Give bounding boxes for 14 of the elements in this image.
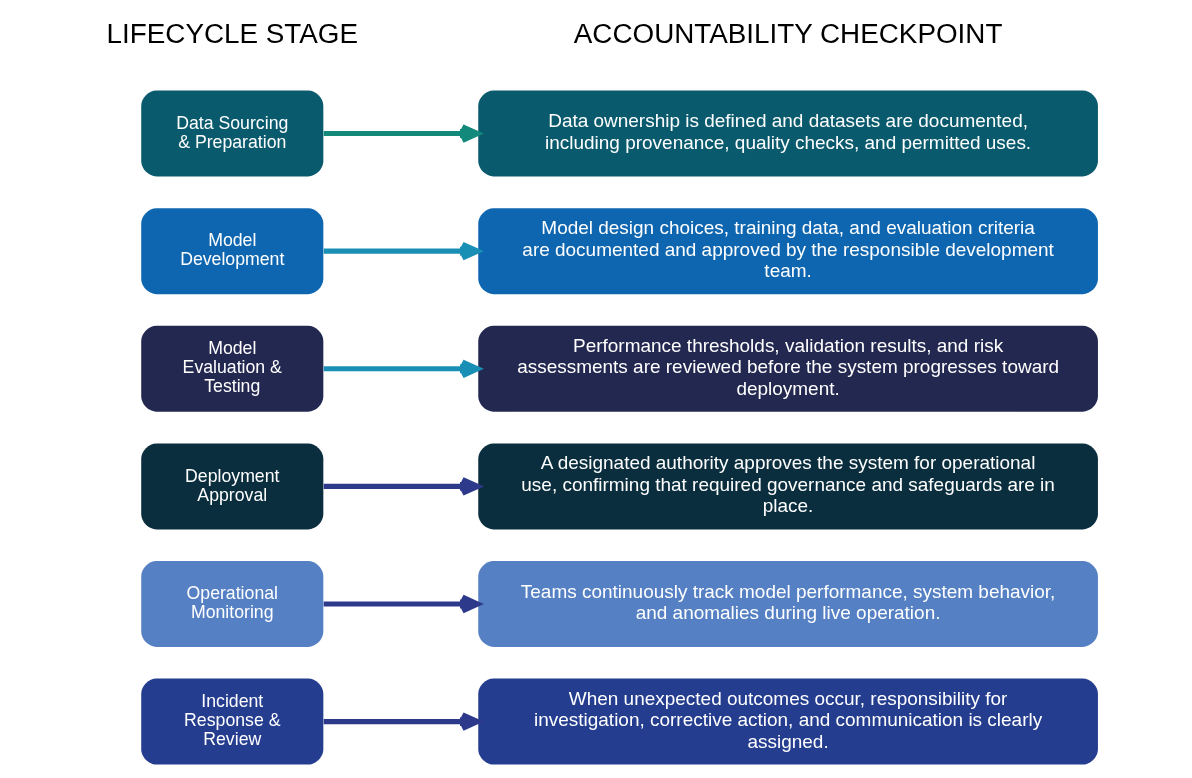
node-box: Incident Response & Review: [140, 678, 323, 765]
node-box: Model Evaluation & Testing: [140, 325, 323, 412]
node-box: Deployment Approval: [140, 443, 323, 530]
label: ACCOUNTABILITY CHECKPOINT: [573, 18, 1002, 50]
node-box: Teams continuously track model performance, system behavior, and anomalies during live operation.: [477, 561, 1098, 647]
node-box: Data ownership is defined and datasets are documented, including provenance, quality checks, and permitted uses.: [477, 90, 1098, 177]
node-box: Performance thresholds, validation results, and risk assessments are reviewed before the system progresses toward deployment.: [477, 325, 1098, 412]
label: LIFECYCLE STAGE: [106, 18, 358, 50]
node-box: When unexpected outcomes occur, responsibility for investigation, corrective action, and communication is clearly assigned.: [477, 678, 1098, 765]
node-box: Model design choices, training data, and evaluation criteria are documented and approved by the responsible development team.: [477, 208, 1098, 295]
node-box: Model Development: [140, 208, 323, 295]
node-box: Data Sourcing & Preparation: [140, 90, 323, 177]
node-box: Operational Monitoring: [140, 561, 323, 647]
node-box: A designated authority approves the system for operational use, confirming that required governance and safeguards are in place.: [477, 443, 1098, 530]
